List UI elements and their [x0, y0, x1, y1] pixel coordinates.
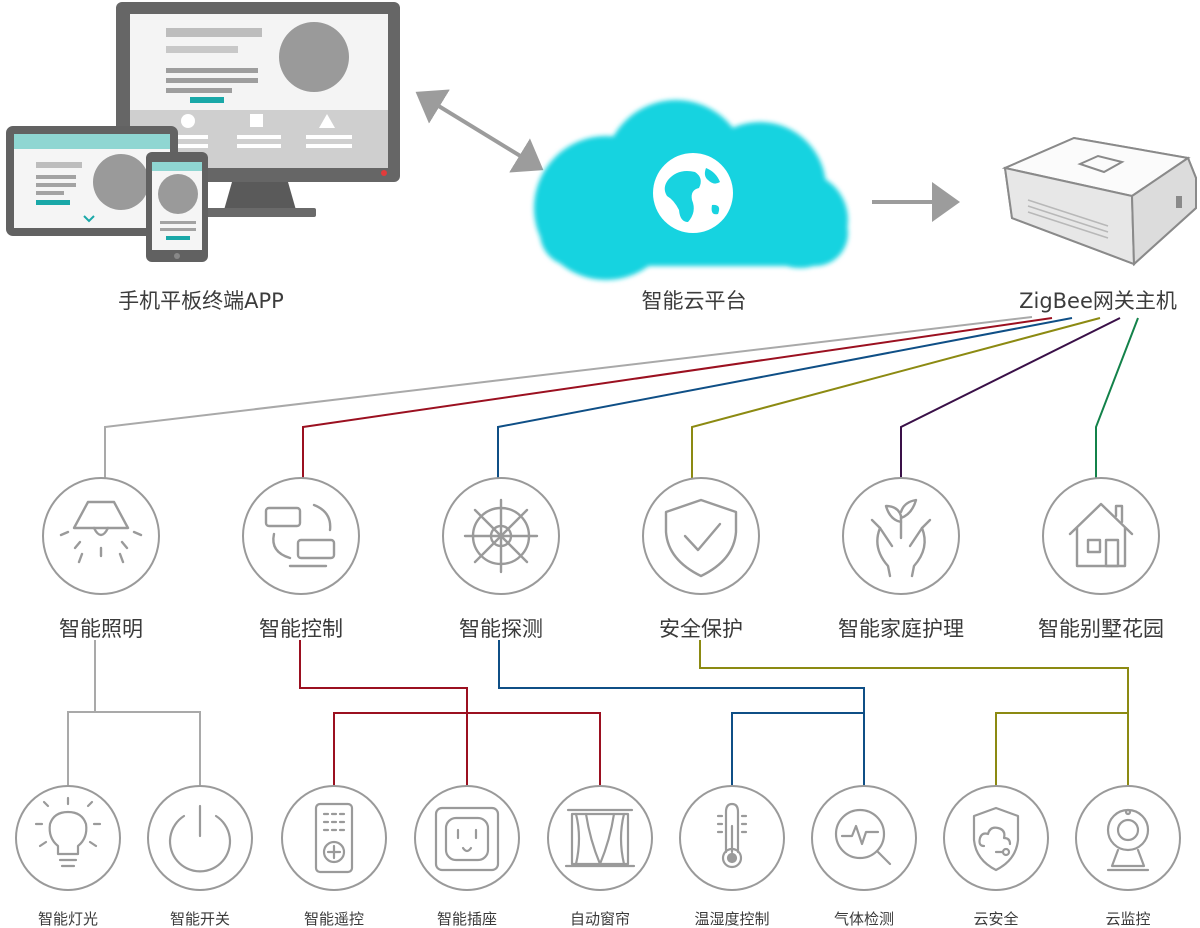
device-label: 云安全	[973, 910, 1019, 928]
lamp-icon	[59, 500, 143, 564]
care-icon	[870, 498, 932, 578]
link-detect	[497, 317, 1073, 478]
gateway-label: ZigBee网关主机	[1019, 289, 1177, 313]
link-security	[691, 317, 1101, 478]
link-care	[900, 317, 1121, 478]
socket-icon	[434, 806, 500, 872]
terminal-devices-icon	[6, 2, 400, 262]
device-label: 云监控	[1105, 910, 1151, 928]
gateway-links	[104, 316, 1139, 478]
house-icon	[1068, 502, 1134, 568]
device-links	[67, 640, 1129, 786]
device-label: 气体检测	[833, 910, 895, 928]
camera-icon	[1106, 808, 1150, 872]
category-label: 安全保护	[659, 617, 743, 641]
control-icon	[264, 503, 336, 568]
category-security-circle	[642, 477, 760, 595]
link-lighting	[104, 316, 1033, 478]
category-circles	[42, 477, 1160, 595]
cloud-icon	[534, 100, 848, 280]
link-garden	[1095, 317, 1139, 478]
category-garden-circle	[1042, 477, 1160, 595]
bulb-icon	[34, 796, 102, 868]
category-label: 智能别墅花园	[1038, 617, 1164, 641]
category-label: 智能控制	[259, 617, 343, 641]
category-label: 智能探测	[459, 617, 543, 641]
cloud-label: 智能云平台	[641, 289, 747, 313]
zigbee-gateway-icon	[1001, 136, 1197, 267]
gas-detect-icon	[834, 808, 892, 866]
shield-icon	[664, 498, 738, 578]
device-label: 智能开关	[169, 910, 231, 928]
link-control	[302, 317, 1053, 478]
cloud-security-icon	[972, 806, 1020, 872]
device-label: 自动窗帘	[569, 910, 631, 928]
device-label: 温湿度控制	[694, 910, 770, 928]
curtain-icon	[564, 808, 636, 868]
detector-icon	[463, 498, 539, 574]
device-label: 智能遥控	[303, 910, 365, 928]
category-label: 智能照明	[59, 617, 143, 641]
app-label: 手机平板终端APP	[118, 289, 284, 313]
device-label: 智能插座	[436, 910, 498, 928]
category-control-circle	[242, 477, 360, 595]
device-label: 智能灯光	[37, 910, 99, 928]
power-icon	[168, 804, 232, 873]
thermometer-icon	[716, 802, 748, 869]
category-label: 智能家庭护理	[838, 617, 964, 641]
remote-icon	[314, 802, 354, 874]
sync-arrow	[415, 89, 544, 173]
